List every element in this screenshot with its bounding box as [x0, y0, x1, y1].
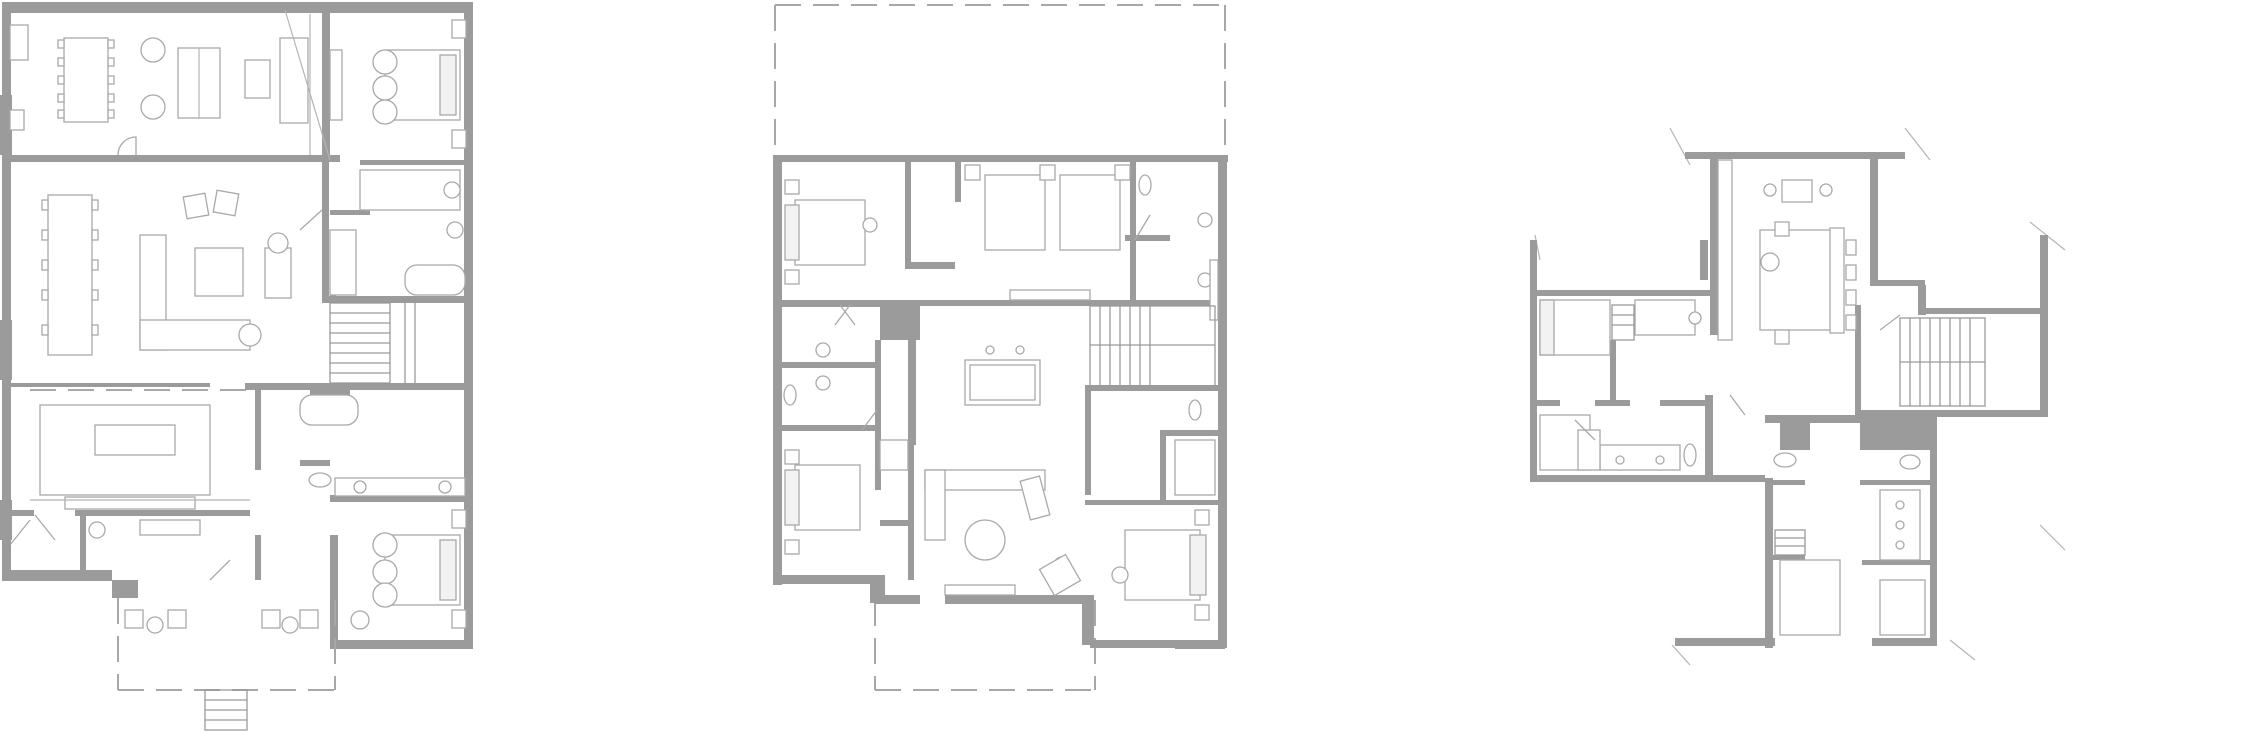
- exterior-walls: [0, 2, 473, 649]
- upper-stair: [1089, 305, 1216, 387]
- baths: [1539, 414, 1921, 561]
- doors: [834, 214, 1151, 431]
- diagonal-roof-lines: [1534, 127, 2066, 666]
- floor-plan-third-level: [1530, 127, 2066, 666]
- baths: [783, 174, 1219, 496]
- living-area: [41, 189, 323, 356]
- game-room: [924, 345, 1082, 597]
- floor-plan-main-level: [0, 2, 473, 731]
- bunk-rooms: [1539, 299, 1926, 636]
- interior-walls: [782, 162, 1220, 580]
- floor-plan-second-level: [773, 4, 1228, 691]
- dining-area: [9, 14, 311, 156]
- exterior-walls: [1530, 152, 2048, 648]
- bath-upper: [329, 169, 466, 296]
- front-porch: [117, 598, 336, 731]
- third-level-stairs: [1774, 317, 1986, 556]
- lounge: [1717, 159, 1857, 345]
- doors: [1574, 314, 1901, 441]
- bedroom-suite-upper: [284, 9, 467, 161]
- exterior-walls: [773, 155, 1228, 649]
- interior-walls: [1530, 155, 1935, 565]
- kitchen-area: [9, 389, 466, 581]
- bedroom-suite-lower: [350, 509, 467, 630]
- bedrooms: [784, 164, 1210, 621]
- main-stair: [329, 302, 416, 384]
